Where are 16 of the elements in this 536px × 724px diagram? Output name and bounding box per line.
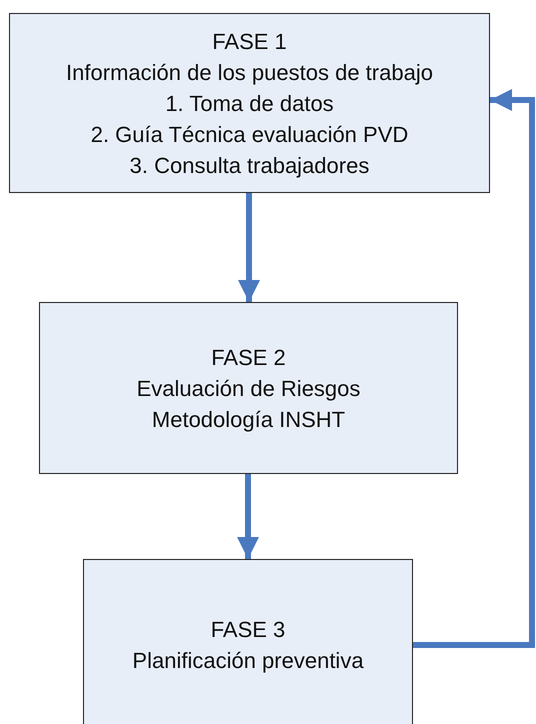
phase-text: 3. Consulta trabajadores xyxy=(130,152,370,180)
process-box xyxy=(39,302,458,474)
phase-text: Información de los puestos de trabajo xyxy=(66,58,433,87)
phase-title: FASE 3 xyxy=(210,616,286,644)
phase-text: Planificación preventiva xyxy=(132,647,364,675)
arrow xyxy=(237,474,259,559)
process-box xyxy=(83,559,413,724)
phase-text: Metodología INSHT xyxy=(152,406,346,434)
phase-text: 2. Guía Técnica evaluación PVD xyxy=(90,120,408,148)
arrow xyxy=(413,89,535,648)
process-box xyxy=(9,13,490,193)
phase-title: FASE 2 xyxy=(211,344,286,372)
phase-text: 1. Toma de datos xyxy=(165,90,334,118)
phase-text: Evaluación de Riesgos xyxy=(136,374,360,403)
arrow xyxy=(238,193,260,302)
phase-title: FASE 1 xyxy=(212,28,287,56)
